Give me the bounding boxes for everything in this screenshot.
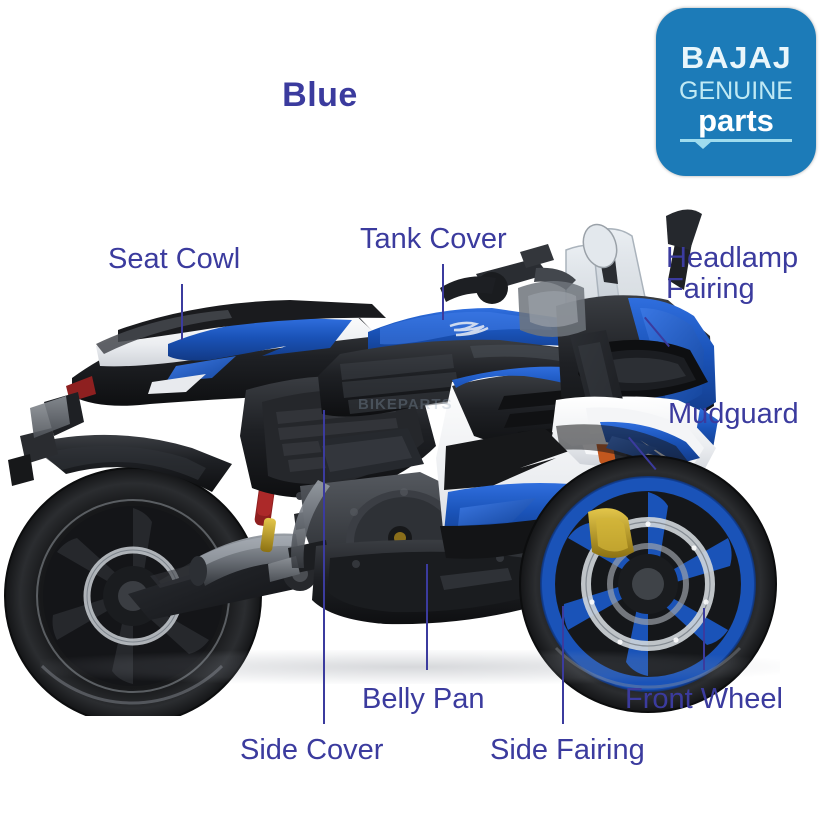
callout-label-belly-pan: Belly Pan — [362, 683, 485, 715]
leader-line-belly-pan — [426, 564, 428, 670]
front-wheel — [519, 455, 777, 713]
callout-label-mudguard: Mudguard — [668, 398, 799, 430]
seat-cowl — [8, 300, 392, 486]
callout-label-side-cover: Side Cover — [240, 734, 384, 766]
belly-pan — [312, 539, 556, 625]
callout-label-front-wheel: Front Wheel — [625, 683, 783, 715]
rear-hugger — [30, 434, 232, 492]
page-title: Blue — [282, 76, 358, 114]
mirror-right — [666, 209, 702, 290]
bajaj-genuine-parts-logo: BAJAJ GENUINE parts — [656, 8, 816, 176]
callout-label-tank-cover: Tank Cover — [360, 223, 507, 255]
handlebar-controls — [440, 244, 586, 337]
motorcycle-illustration — [4, 209, 777, 716]
logo-underline-check-icon — [680, 139, 792, 149]
callout-label-headlamp-fairing: Headlamp Fairing — [666, 242, 799, 306]
leader-line-side-fairing — [562, 606, 564, 724]
leader-line-side-cover — [323, 410, 325, 724]
leader-line-tank-cover — [442, 264, 444, 320]
callout-label-headlamp-line1: Headlamp — [666, 242, 799, 274]
logo-genuine-text: GENUINE — [679, 77, 793, 105]
leader-line-seat-cowl — [181, 284, 183, 340]
callout-label-seat-cowl: Seat Cowl — [108, 243, 241, 275]
callout-label-headlamp-line2: Fairing — [666, 273, 755, 306]
tank-cover — [318, 308, 568, 417]
mirror-left — [582, 223, 618, 284]
front-mudguard — [552, 396, 716, 478]
logo-parts-text: parts — [698, 103, 774, 138]
leader-line-front-wheel — [703, 608, 705, 670]
callout-label-side-fairing: Side Fairing — [490, 734, 645, 766]
logo-brand-text: BAJAJ — [680, 40, 792, 75]
